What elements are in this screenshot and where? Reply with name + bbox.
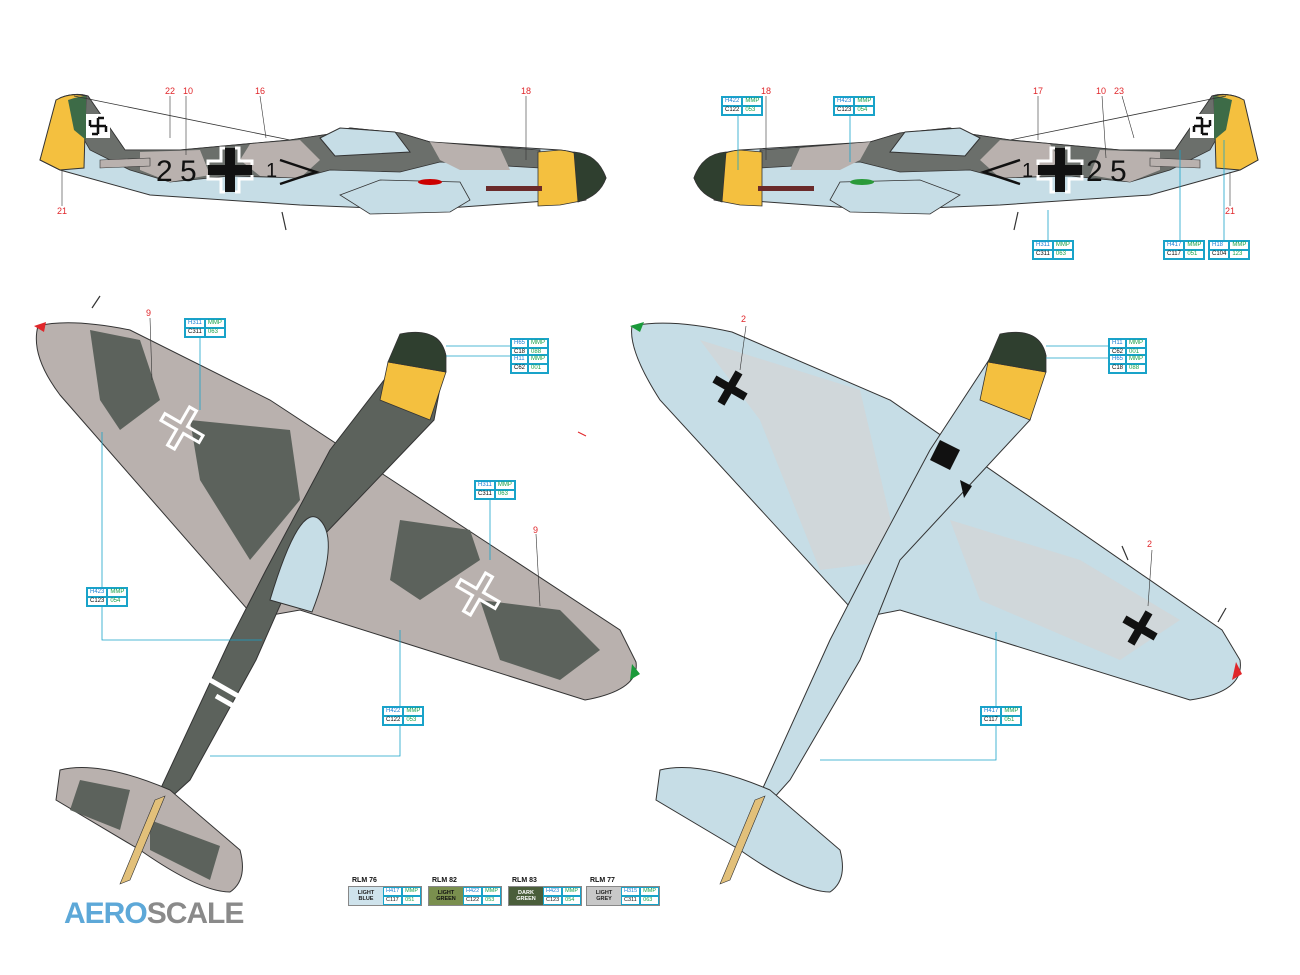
legend-code: H423 [543,887,563,896]
legend-code: C122 [463,896,483,905]
callout-number: 2 [1147,539,1153,549]
legend-title: RLM 82 [432,877,457,884]
callout-number: 16 [255,86,266,96]
legend-title: RLM 77 [590,877,615,884]
legend-color-name: LIGHT [595,890,613,896]
right-code-2: 2 [1086,155,1103,188]
legend-code: MMP [482,887,501,896]
callout-number: 21 [57,206,68,216]
callout-number: 10 [1096,86,1107,96]
lower-plan [630,322,1242,893]
legend-color-name: GREY [596,896,612,902]
aeroscale-logo: AEROSCALE [64,897,244,930]
callout-number: 17 [1033,86,1044,96]
callout-number: 18 [761,86,772,96]
legend-color-name: DARK [518,890,534,896]
legend-code: H422 [463,887,483,896]
legend-color-name: LIGHT [437,890,455,896]
callout-number: 22 [165,86,176,96]
legend-code: MMP [402,887,421,896]
legend-code: 053 [482,896,501,905]
legend-code: C117 [383,896,403,905]
legend-code: H417 [383,887,403,896]
callout-number: 18 [521,86,532,96]
legend-color-name: GREEN [516,896,536,902]
left-code-5: 5 [180,155,197,188]
legend-title: RLM 76 [352,877,377,884]
legend-title: RLM 83 [512,877,537,884]
legend-code: MMP [640,887,659,896]
legend-code: C123 [543,896,563,905]
right-code-5: 5 [1110,155,1127,188]
callout-number: 21 [1225,206,1236,216]
legend-code: 051 [402,896,421,905]
legend-color-name: LIGHT [357,890,375,896]
left-code-2: 2 [156,155,173,188]
left-profile [39,93,607,231]
legend-code: 054 [562,896,581,905]
callout-number: 9 [533,525,539,535]
callout-number: 2 [741,314,747,324]
legend-color-name: BLUE [358,896,374,902]
legend-code: C311 [621,896,641,905]
callout-number: 23 [1114,86,1125,96]
callout-number: 10 [183,86,194,96]
callout-number: 9 [146,308,152,318]
legend-code: MMP [562,887,581,896]
legend-code: 063 [640,896,659,905]
left-code-1: 1 [266,160,278,182]
right-code-1: 1 [1022,160,1034,182]
upper-plan [34,295,640,893]
legend-code: H315 [621,887,641,896]
right-profile [693,93,1259,240]
legend-color-name: GREEN [436,896,456,902]
